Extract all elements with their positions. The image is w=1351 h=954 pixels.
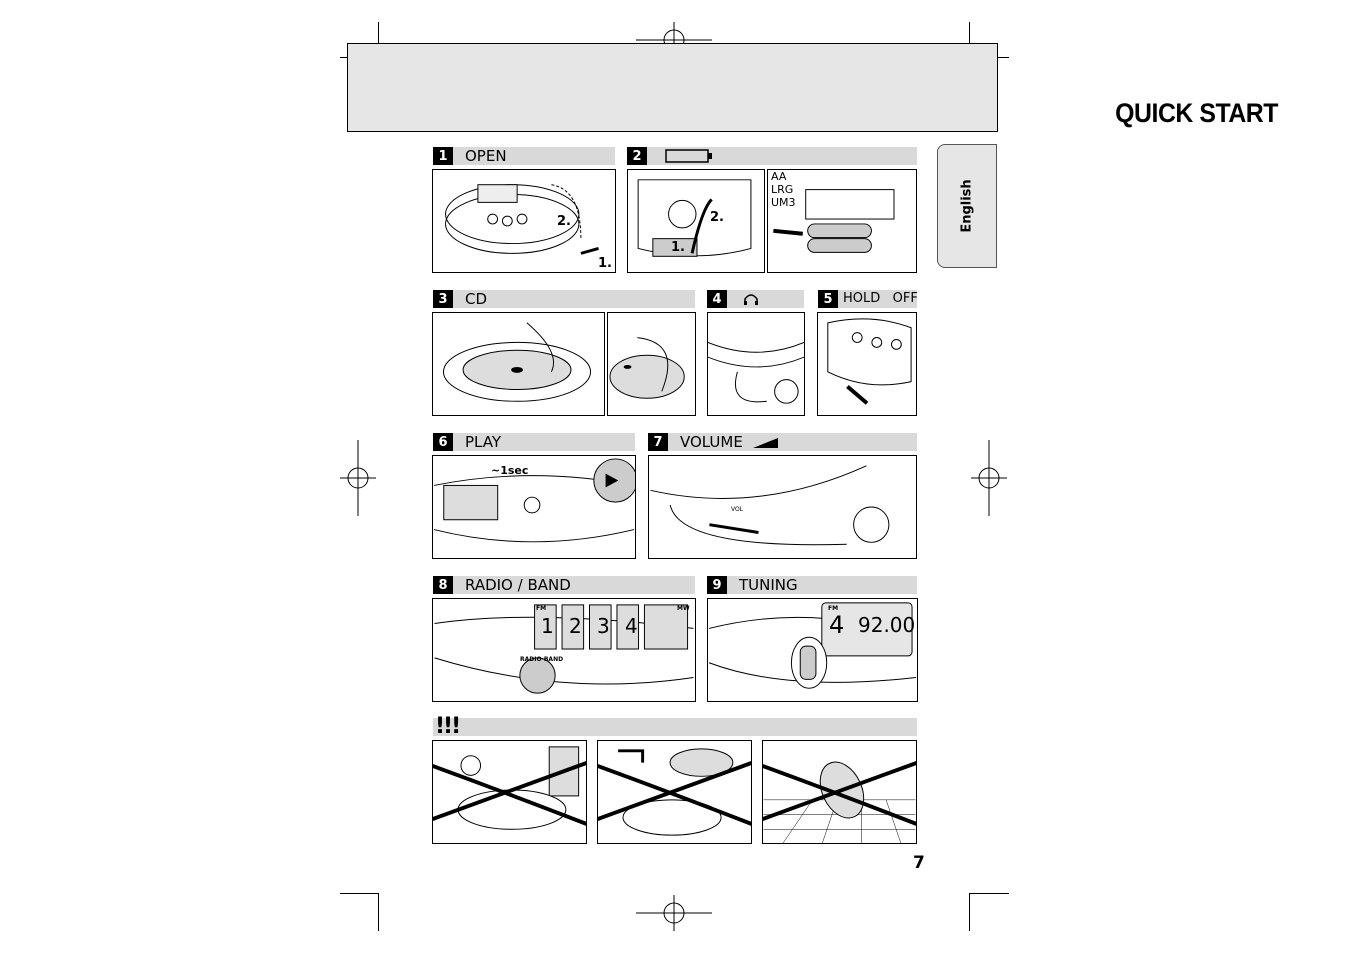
headphones-connect-illustration [707,312,805,416]
warning-heat-illustration [432,740,587,844]
step-label: 2. [710,210,724,225]
section-label: OPEN [465,147,507,165]
cd-close-illustration [607,312,696,416]
battery-types: AA LRG UM3 [771,170,796,209]
crop-mark [969,893,1009,894]
battery-insert-illustration [767,169,917,273]
section-bar-tuning: 9 TUNING [707,576,917,594]
crop-mark [340,893,378,894]
language-tab: English [937,144,997,268]
crop-mark [969,22,970,58]
battery-type: AA [771,170,787,183]
radio-band-button-label: RADIO·BAND [520,656,564,663]
section-bar-cd: 3 CD [433,290,695,308]
band-label: MW [677,605,690,612]
hold-switch-illustration [817,312,917,416]
section-number: 6 [433,433,453,451]
volume-knob-label: VOL [731,506,744,513]
battery-type: LRG [771,183,794,196]
section-number: 8 [433,576,453,594]
volume-wedge-icon [753,438,778,448]
radio-band-illustration: RADIO·BAND 1 2 3 4 FM MW [432,598,696,702]
battery-type: UM3 [771,196,796,209]
crop-mark [378,893,379,931]
section-label: VOLUME [680,433,743,451]
cd-insert-illustration [432,312,605,416]
section-number: 7 [648,433,668,451]
section-number: 9 [707,576,727,594]
header-box [347,43,998,132]
band-label: FM [536,605,547,612]
section-bar-play: 6 PLAY [433,433,635,451]
tuning-illustration: 4 92.00 FM [707,598,918,702]
section-number: 3 [433,290,453,308]
display-digit: 4 [625,614,638,638]
open-illustration: 2. 1. [432,169,616,273]
play-illustration: ~1sec [432,455,636,559]
display-digit: 3 [597,614,610,638]
warning-label: !!! [435,714,461,739]
page-number: 7 [913,853,925,873]
section-label: RADIO / BAND [465,576,571,594]
step-label: 1. [671,240,685,255]
battery-cover-illustration: 1. 2. [627,169,765,273]
section-bar-headphones: 4 [707,290,804,308]
headphones-icon [744,294,758,305]
section-label: CD [465,290,488,308]
warning-water-illustration [597,740,752,844]
section-number: 2 [627,147,647,165]
registration-mark-icon [971,440,1007,516]
section-bar-warning: !!! [433,714,917,739]
section-number: 4 [707,290,727,308]
section-label: HOLD OFF [843,291,918,306]
language-label: English [959,179,975,233]
display-digit: 1 [541,614,554,638]
section-bar-volume: 7 VOLUME [648,433,917,451]
section-label: TUNING [739,576,798,594]
section-bar-radio: 8 RADIO / BAND [433,576,695,594]
section-number: 5 [818,290,838,308]
step-label: 2. [557,214,571,229]
display-preset: 4 [829,611,845,639]
registration-mark-icon [636,895,712,931]
display-frequency: 92.00 [858,613,916,637]
page-title: QUICK START [1115,98,1278,128]
registration-mark-icon [340,440,376,516]
section-bar-hold: 5 HOLD OFF [818,290,918,308]
press-duration-note: ~1sec [491,464,529,477]
display-digit: 2 [569,614,582,638]
band-label: FM [828,605,839,612]
section-bar-battery: 2 [627,147,917,165]
section-number: 1 [433,147,453,165]
volume-illustration: VOL [648,455,917,559]
step-label: 1. [598,256,612,271]
section-bar-open: 1 OPEN [433,147,615,165]
section-label: PLAY [465,433,502,451]
battery-icon [665,149,712,163]
warning-drop-illustration [762,740,917,844]
crop-mark [969,893,970,931]
